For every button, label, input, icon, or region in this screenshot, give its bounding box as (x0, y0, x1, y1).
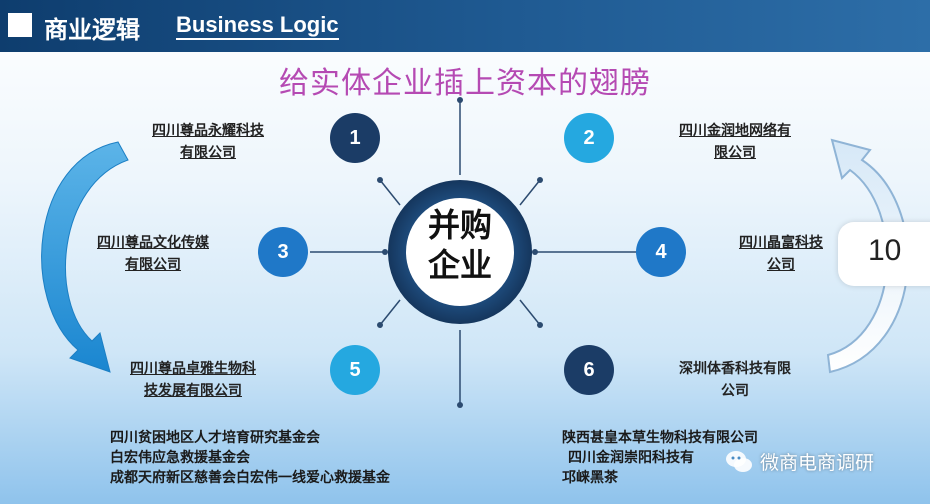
node-3-badge: 3 (258, 227, 308, 277)
connector-dots (377, 97, 543, 408)
header-title-cn: 商业逻辑 (44, 16, 140, 44)
page-number-badge[interactable]: 10 (838, 222, 930, 286)
company-label-1-line1: 四川尊品永耀科技 (152, 123, 264, 139)
header-title-en: Business Logic (176, 12, 339, 40)
page-subtitle: 给实体企业插上资本的翅膀 (279, 66, 651, 101)
company-label-6-line1: 深圳体香科技有限 (679, 361, 791, 377)
list-item: 四川贫困地区人才培育研究基金会 (110, 430, 320, 446)
node-1-badge: 1 (330, 113, 380, 163)
bottom-left-list: 四川贫困地区人才培育研究基金会 白宏伟应急救援基金会 成都天府新区慈善会白宏伟一… (110, 428, 390, 488)
list-item: 邛崃黑茶 (562, 470, 618, 486)
company-label-3-line1: 四川尊品文化传媒 (97, 235, 209, 251)
header-square-icon (8, 13, 32, 37)
center-inner-circle (406, 198, 514, 306)
bottom-right-list: 陕西甚皇本草生物科技有限公司 四川金润崇阳科技有 邛崃黑茶 (562, 428, 758, 488)
list-item: 成都天府新区慈善会白宏伟一线爱心救援基金 (110, 470, 390, 486)
center-label-line2: 企业 (427, 246, 492, 284)
company-label-5: 四川尊品卓雅生物科 技发展有限公司 (108, 358, 278, 402)
node-4-badge: 4 (636, 227, 686, 277)
left-cycle-arrow (41, 141, 129, 373)
list-item: 陕西甚皇本草生物科技有限公司 (562, 430, 758, 446)
company-label-4-line1: 四川晶富科技 (739, 235, 823, 251)
company-label-2-line2: 限公司 (714, 145, 756, 161)
page-number: 10 (868, 234, 902, 267)
node-5-badge: 5 (330, 345, 380, 395)
wechat-icon (726, 451, 752, 472)
connector-lines (310, 100, 640, 405)
company-label-1: 四川尊品永耀科技 有限公司 (128, 120, 288, 164)
header-bar: 商业逻辑 Business Logic (0, 0, 930, 52)
company-label-2-line1: 四川金润地网络有 (679, 123, 791, 139)
company-label-5-line1: 四川尊品卓雅生物科 (130, 361, 256, 377)
list-item: 白宏伟应急救援基金会 (110, 450, 250, 466)
company-label-6: 深圳体香科技有限 公司 (660, 358, 810, 402)
node-2-badge: 2 (564, 113, 614, 163)
company-label-3: 四川尊品文化传媒 有限公司 (78, 232, 228, 276)
watermark-text: 微商电商调研 (760, 452, 875, 474)
center-label-line1: 并购 (427, 206, 492, 244)
center-label: 并购 企业 (415, 205, 505, 285)
right-cycle-arrow (826, 138, 909, 374)
list-item: 四川金润崇阳科技有 (568, 450, 694, 466)
company-label-6-line2: 公司 (721, 383, 749, 399)
company-label-4: 四川晶富科技 公司 (726, 232, 836, 276)
company-label-3-line2: 有限公司 (125, 257, 181, 273)
company-label-2: 四川金润地网络有 限公司 (660, 120, 810, 164)
company-label-5-line2: 技发展有限公司 (144, 383, 242, 399)
node-6-badge: 6 (564, 345, 614, 395)
company-label-1-line2: 有限公司 (180, 145, 236, 161)
company-label-4-line2: 公司 (767, 257, 795, 273)
